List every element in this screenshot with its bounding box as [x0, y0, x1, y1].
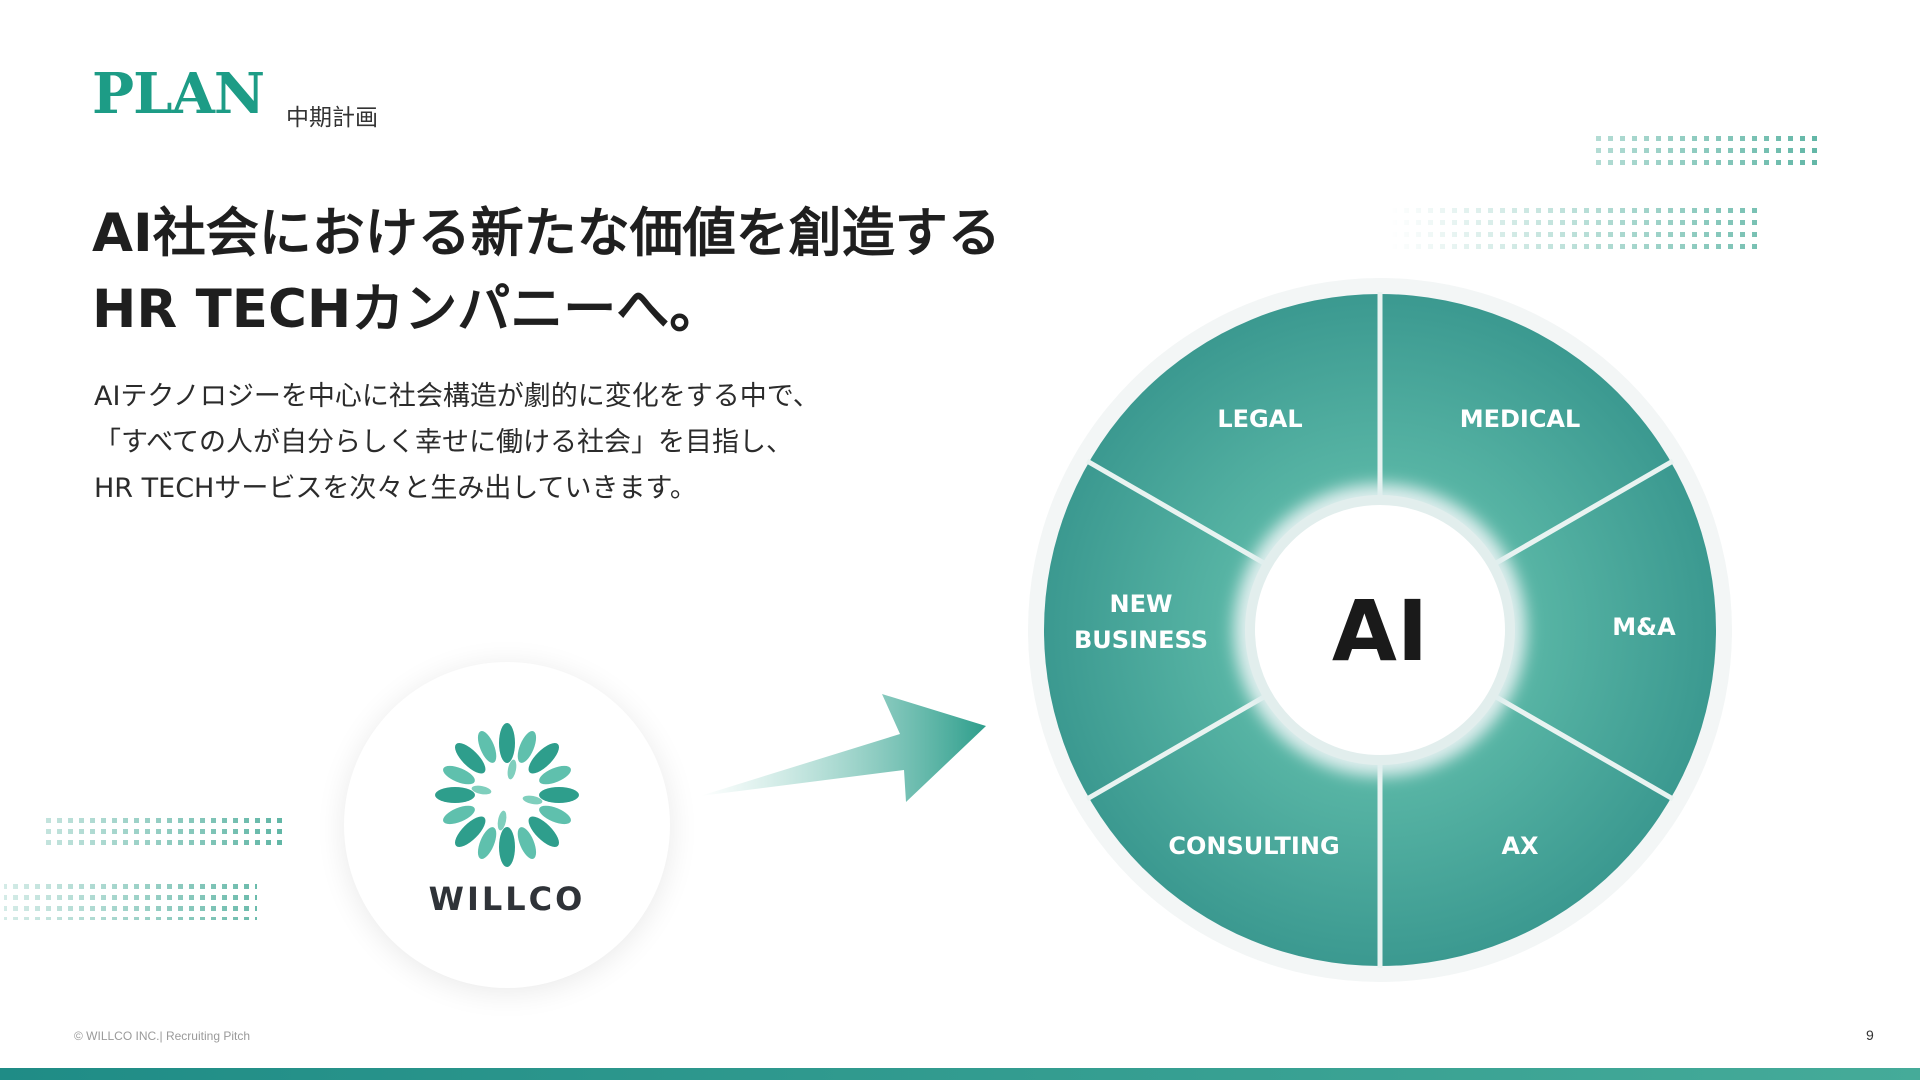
footer-copyright: © WILLCO INC.| Recruiting Pitch — [74, 1029, 251, 1043]
willco-logo-icon — [435, 723, 579, 867]
logo-wordmark: WILLCO — [428, 880, 586, 918]
dot-pattern-bottom-left — [4, 816, 286, 920]
ai-wheel-diagram: AI LEGAL MEDICAL M&A AX CONSULTING NEW B… — [1028, 278, 1732, 982]
wheel-center — [1245, 495, 1515, 765]
section-title: PLAN — [92, 61, 265, 127]
page-number: 9 — [1866, 1027, 1874, 1043]
bottom-accent-bar — [0, 1068, 1920, 1080]
segment-label-consulting: CONSULTING — [1168, 832, 1339, 860]
segment-label-new: NEW — [1110, 590, 1173, 618]
segment-label-ax: AX — [1501, 832, 1539, 860]
body-line-2: 「すべての人が自分らしく幸せに働ける社会」を目指し、 — [94, 427, 794, 458]
headline-line-1: AI社会における新たな価値を創造する — [92, 203, 1001, 264]
segment-label-legal: LEGAL — [1217, 405, 1302, 433]
headline: AI社会における新たな価値を創造する HR TECHカンパニーへ。 — [92, 196, 1001, 348]
segment-label-business: BUSINESS — [1074, 626, 1208, 654]
arrow-right-icon — [700, 694, 986, 802]
body-line-3: HR TECHサービスを次々と生み出していきます。 — [94, 473, 697, 504]
body-text: AIテクノロジーを中心に社会構造が劇的に変化をする中で、 「すべての人が自分らし… — [94, 374, 820, 512]
segment-label-medical: MEDICAL — [1460, 405, 1581, 433]
segment-label-ma: M&A — [1612, 613, 1676, 641]
logo-circle — [344, 662, 670, 988]
dot-pattern-top-right — [1390, 136, 1824, 252]
wheel-center-label: AI — [1332, 582, 1428, 680]
section-subtitle: 中期計画 — [286, 105, 378, 131]
body-line-1: AIテクノロジーを中心に社会構造が劇的に変化をする中で、 — [94, 381, 820, 412]
headline-line-2: HR TECHカンパニーへ。 — [92, 279, 723, 340]
